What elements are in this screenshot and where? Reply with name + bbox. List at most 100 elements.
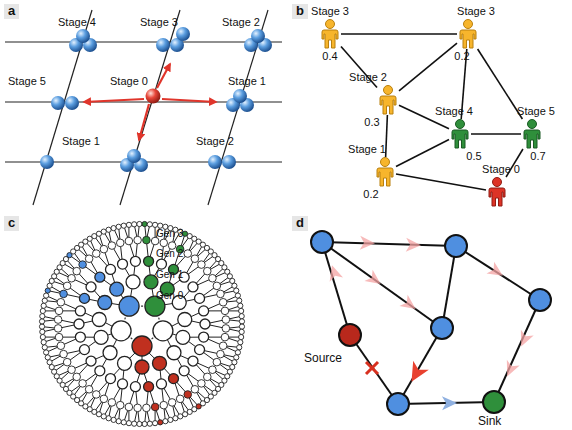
network-nodes: [311, 231, 551, 415]
tree-node: [176, 330, 190, 344]
sink-node: [483, 391, 505, 413]
tree-node: [41, 303, 46, 308]
tree-node: [126, 421, 131, 426]
tree-node: [169, 374, 179, 384]
tree-node: [167, 346, 181, 360]
person-node: Stage 30.4: [319, 19, 341, 49]
network-link: [494, 300, 540, 402]
tree-node: [108, 242, 116, 250]
tree-node: [54, 316, 62, 324]
tree-node: [74, 319, 84, 329]
tree-node: [147, 222, 152, 227]
annotation-label: Stage 1: [62, 135, 100, 148]
tree-node: [158, 223, 163, 228]
stage-label: Stage 3: [311, 5, 349, 18]
tree-node: [178, 414, 183, 419]
atom: [40, 155, 54, 169]
hop-arrow: [84, 99, 144, 102]
tree-node: [100, 395, 108, 403]
network-link: [398, 328, 442, 404]
network-edge: [471, 133, 521, 135]
tree-node: [130, 256, 140, 266]
person-icon: [521, 119, 543, 149]
lattice-line: [208, 10, 268, 205]
network-link: [456, 246, 540, 300]
value-label: 0.7: [530, 150, 545, 163]
flow-arrow: [406, 238, 421, 253]
atom: [222, 155, 236, 169]
tree-node: [44, 350, 49, 355]
tree-node: [203, 373, 211, 381]
tree-node: [144, 275, 158, 289]
source-node: [339, 324, 361, 346]
annotation-label: Source: [304, 352, 342, 366]
tree-node: [73, 373, 81, 381]
tree-node: [176, 395, 184, 403]
annotation-label: Stage 2: [222, 16, 260, 29]
tree-node: [152, 356, 166, 370]
flow-arrow: [364, 270, 384, 290]
stage-label: Stage 0: [482, 163, 520, 176]
tree-node: [222, 325, 230, 333]
atom: [51, 96, 65, 110]
tree-node: [125, 403, 133, 411]
tree-node: [94, 330, 108, 344]
tree-node: [116, 239, 124, 247]
network-edge: [396, 140, 449, 167]
tree-node: [151, 403, 159, 411]
tree-node: [111, 226, 116, 231]
tree-node: [239, 308, 244, 313]
tree-node: [200, 319, 210, 329]
tree-node: [222, 316, 230, 324]
person-icon: [319, 19, 341, 49]
tree-node: [130, 382, 140, 392]
tree-node: [100, 245, 108, 253]
tree-node: [55, 307, 63, 315]
tree-node: [156, 259, 166, 269]
value-label: 0.3: [364, 116, 379, 129]
flow-arrow: [501, 360, 520, 379]
tree-node: [199, 306, 209, 316]
tree-node: [73, 267, 81, 275]
person-node: Stage 10.2: [374, 157, 396, 187]
tree-node: [213, 282, 221, 290]
tree-node: [168, 399, 176, 407]
atom: [233, 89, 247, 103]
tree-node: [121, 420, 126, 425]
flow-arrows: [325, 236, 533, 380]
hop-arrow: [157, 64, 170, 88]
tree-node: [163, 419, 168, 424]
tree-node: [168, 417, 173, 422]
tree-node: [209, 274, 217, 282]
tree-node: [103, 346, 117, 360]
person-icon: [449, 119, 471, 149]
tree-node: [134, 236, 142, 244]
tree-node: [142, 221, 147, 226]
tree-node: [92, 391, 100, 399]
sink-flow-arrow: [442, 396, 457, 410]
tree-node: [217, 350, 225, 358]
person-icon: [377, 85, 399, 115]
network-link: [322, 242, 350, 335]
tree-node: [209, 366, 217, 374]
tree-node: [55, 333, 63, 341]
atom: [156, 38, 170, 52]
person-head: [326, 20, 335, 29]
stage-label: Stage 3: [457, 5, 495, 18]
tree-node: [108, 399, 116, 407]
panel-letter: c: [4, 216, 19, 231]
tree-node: [234, 355, 239, 360]
tree-node: [232, 283, 237, 288]
tree-node: [44, 293, 49, 298]
tree-node: [219, 298, 227, 306]
network-edge: [396, 174, 486, 190]
tree-node: [45, 355, 50, 360]
tree-node: [118, 356, 132, 370]
person-icon: [486, 177, 508, 207]
tree-node: [147, 421, 152, 426]
tree-node: [217, 290, 225, 298]
tree-node: [92, 313, 106, 327]
tree-node: [153, 321, 173, 341]
